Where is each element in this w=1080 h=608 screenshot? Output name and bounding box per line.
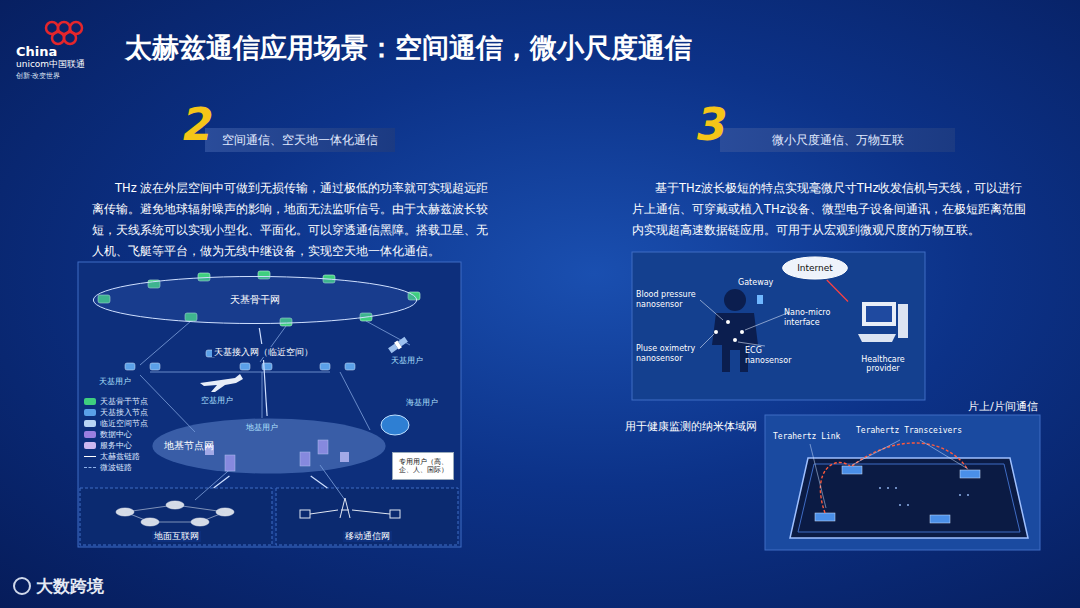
node-label: 地面互联网 [152, 531, 201, 542]
node-label: Healthcare provider [853, 355, 913, 374]
legend-line-sample [84, 467, 96, 468]
legend-entry: 天基骨干节点 [84, 396, 148, 407]
legend-entry: 微波链路 [84, 462, 132, 473]
connector [214, 476, 230, 488]
legend-swatch [84, 420, 96, 427]
text-label: Terahertz Link [773, 432, 840, 442]
legend-text: 临近空间节点 [100, 418, 148, 429]
legend-text: 天基接入节点 [100, 407, 148, 418]
text-label: 空基用户 [200, 396, 234, 405]
body-paragraph: THz 波在外层空间中可做到无损传输，通过极低的功率就可实现超远距离传输。避免地… [92, 178, 492, 262]
legend-swatch [84, 409, 96, 416]
text-label: Nano-micro interface [784, 308, 844, 328]
legend-text: 服务中心 [100, 440, 132, 451]
node-label: 天基骨干网 [230, 294, 280, 306]
node-bar: 微小尺度通信、万物互联 [720, 128, 955, 152]
legend-entry: 天基接入节点 [84, 407, 148, 418]
text-label: ECG nanosensor [745, 346, 800, 366]
legend-text: 微波链路 [100, 462, 132, 473]
legend-swatch [84, 431, 96, 438]
legend-text: 天基骨干节点 [100, 396, 148, 407]
text-label: 天基用户 [390, 356, 424, 365]
text-label: 大数跨境 [36, 576, 104, 597]
legend-text: 数据中心 [100, 429, 132, 440]
legend-entry: 服务中心 [84, 440, 132, 451]
text-label: Pluse oximetry nanosensor [636, 344, 706, 364]
legend-entry: 太赫兹链路 [84, 451, 140, 462]
node-cloud: Internet [782, 256, 848, 280]
connector [259, 328, 261, 344]
text-label: Blood pressure nanosensor [636, 290, 706, 310]
section-number: 2 [183, 103, 214, 147]
text-label: 天基用户 [98, 377, 132, 386]
node-label: 微小尺度通信、万物互联 [772, 133, 904, 147]
text-label: 海基用户 [405, 398, 439, 407]
legend-entry: 数据中心 [84, 429, 132, 440]
text-label: 片上/片间通信 [968, 400, 1038, 414]
body-paragraph: 基于THz波长极短的特点实现毫微尺寸THz收发信机与天线，可以进行片上通信、可穿… [632, 178, 1032, 241]
legend-entry: 临近空间节点 [84, 418, 148, 429]
text-label: China [16, 44, 57, 60]
node-bottom: 移动通信网 [276, 488, 458, 545]
node-label: Internet [797, 263, 833, 274]
node-ring: 天基骨干网 [90, 272, 420, 328]
text-label: unicom中国联通 [16, 59, 85, 70]
slide-title: 太赫兹通信应用场景：空间通信，微小尺度通信 [125, 30, 692, 66]
connector [264, 360, 268, 416]
legend-swatch [84, 442, 96, 449]
node-label: 地基节点网 [162, 440, 216, 452]
legend-text: 太赫兹链路 [100, 451, 140, 462]
node-outline [848, 298, 918, 376]
section-number: 3 [697, 103, 728, 147]
node-label: 空间通信、空天地一体化通信 [222, 133, 378, 147]
legend-line-sample [84, 456, 96, 457]
text-label: 地基用户 [246, 423, 278, 432]
node-label: 移动通信网 [343, 531, 392, 542]
node-white: 专用用户（高、企、人、国际） [392, 452, 454, 480]
node-plain: 天基接入网（临近空间） [188, 344, 338, 360]
connector [311, 476, 328, 488]
node-label: 专用用户（高、企、人、国际） [397, 458, 449, 475]
node-pc: Healthcare provider [848, 298, 918, 376]
text-label: Gateway [738, 278, 773, 288]
text-label: 创新·改变世界 [16, 72, 60, 81]
connector [827, 280, 848, 301]
node-bar: 空间通信、空天地一体化通信 [205, 128, 395, 152]
legend-swatch [84, 398, 96, 405]
node-label: 天基接入网（临近空间） [212, 347, 315, 358]
node-bottom: 地面互联网 [80, 488, 272, 545]
text-label: 用于健康监测的纳米体域网 [625, 420, 757, 434]
text-label: Terahertz Transceivers [856, 426, 962, 436]
